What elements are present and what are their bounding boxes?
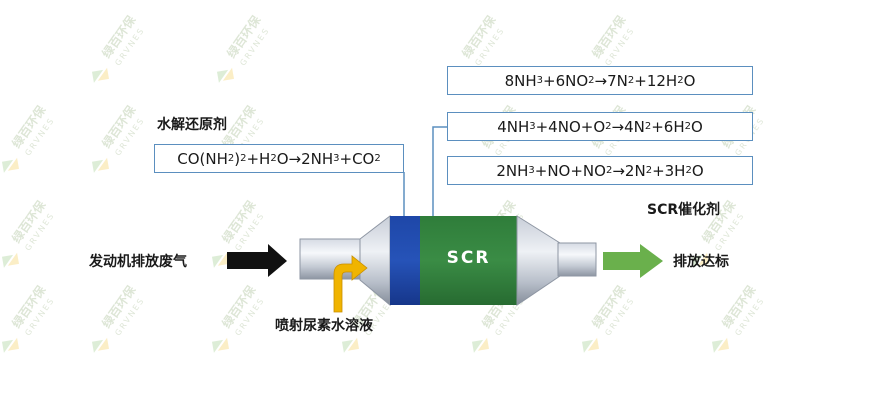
equation-text: ) bbox=[234, 149, 241, 168]
equation-text: +3H bbox=[652, 161, 686, 180]
scr-catalyst-block bbox=[420, 216, 517, 305]
equation-subscript: 2 bbox=[677, 75, 684, 86]
equation-text: +NO+NO bbox=[534, 161, 606, 180]
equation-text: +H bbox=[246, 149, 271, 168]
equation-text: O bbox=[683, 71, 696, 90]
equation-subscript: 2 bbox=[645, 165, 653, 176]
label-emission-compliant: 排放达标 bbox=[673, 254, 729, 270]
urea-injection-arrow bbox=[333, 255, 368, 313]
equation-subscript: 3 bbox=[529, 121, 536, 132]
inlet-cone bbox=[359, 214, 391, 307]
equation-text: 8NH bbox=[504, 71, 537, 90]
equation-text: 2NH bbox=[496, 161, 529, 180]
equation-subscript: 3 bbox=[536, 75, 544, 86]
equation-text: →4N bbox=[611, 117, 645, 136]
label-engine-exhaust: 发动机排放废气 bbox=[89, 254, 187, 270]
equation-subscript: 2 bbox=[270, 153, 277, 164]
equation-text: →7N bbox=[594, 71, 628, 90]
equation-text: +12H bbox=[634, 71, 678, 90]
equation-subscript: 3 bbox=[333, 153, 340, 164]
equation-text: +6H bbox=[651, 117, 685, 136]
connector-scr-reactions bbox=[432, 126, 447, 216]
label-scr-catalyst: SCR催化剂 bbox=[647, 202, 721, 218]
equation-subscript: 2 bbox=[605, 121, 612, 132]
equation-subscript: 2 bbox=[627, 75, 635, 86]
equation-text: O bbox=[691, 161, 704, 180]
equation-subscript: 2 bbox=[240, 153, 247, 164]
mixer-section bbox=[390, 216, 420, 305]
equation-subscript: 2 bbox=[605, 165, 613, 176]
equation-text: CO(NH bbox=[177, 149, 228, 168]
equation-subscript: 2 bbox=[644, 121, 652, 132]
label-urea-injection: 喷射尿素水溶液 bbox=[275, 318, 373, 334]
equation-subscript: 3 bbox=[528, 165, 535, 176]
scr-block-label: SCR bbox=[446, 248, 491, 268]
equation-text: +6NO bbox=[543, 71, 589, 90]
equation-text: O→2NH bbox=[276, 149, 334, 168]
equation-text: +CO bbox=[339, 149, 375, 168]
equation-subscript: 2 bbox=[685, 165, 692, 176]
equation-text: O bbox=[691, 117, 703, 136]
equation-text: +4NO+O bbox=[535, 117, 606, 136]
label-hydrolysis-reductant: 水解还原剂 bbox=[157, 117, 227, 133]
exhaust-input-arrow bbox=[227, 244, 287, 277]
equation-text: →2N bbox=[612, 161, 646, 180]
equation-subscript: 2 bbox=[588, 75, 595, 86]
outlet-pipe bbox=[557, 242, 597, 277]
outlet-cone bbox=[516, 215, 561, 306]
equation-subscript: 2 bbox=[227, 153, 235, 164]
equation-subscript: 2 bbox=[374, 153, 381, 164]
equation-subscript: 2 bbox=[684, 121, 691, 132]
equation-text: 4NH bbox=[497, 117, 530, 136]
output-arrow bbox=[603, 244, 663, 278]
